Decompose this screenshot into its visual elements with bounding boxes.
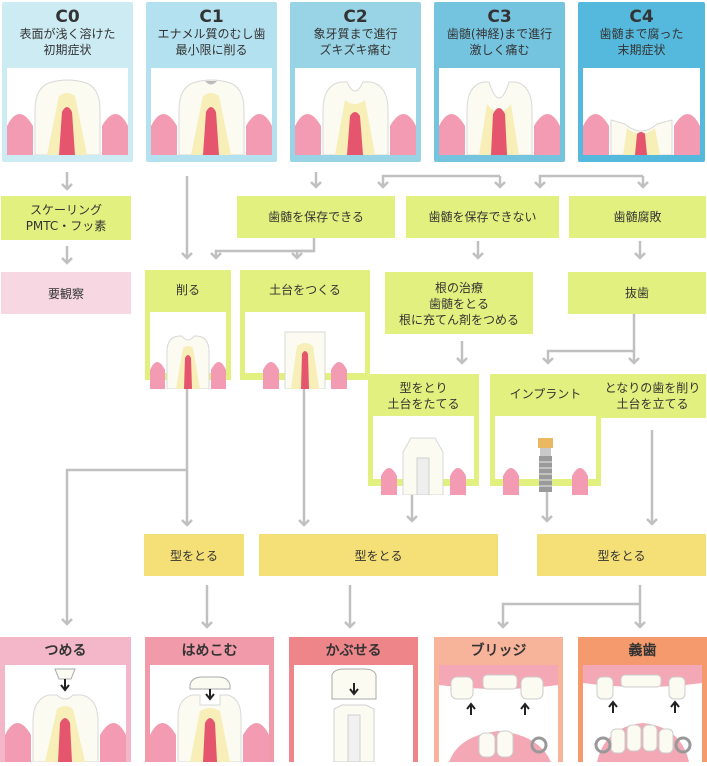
result-bridge: ブリッジ [434,637,563,762]
stage-description: 歯髄まで腐った 末期症状 [599,27,684,57]
stage-description: 象牙質まで進行 ズキズキ痛む [313,27,398,57]
stage-description: 歯髄(神経)まで進行 激しく痛む [446,27,553,57]
step-label: 土台をつくる [269,283,341,297]
step-label: 型をとり 土台をたてる [387,381,460,411]
step-label: 抜歯 [624,286,649,300]
step-root-canal: 根の治療 歯髄をとる 根に充てん剤をつめる [385,272,533,334]
tooth-cut-illustration [150,312,226,390]
result-label: はめこむ [181,643,238,659]
step-label: となりの歯を削り 土台を立てる [604,381,701,411]
tooth-c3-illustration [439,68,560,156]
stage-description: エナメル質のむし歯 最小限に削る [157,27,266,57]
step-label: 歯髄腐敗 [613,210,662,224]
step-cut: 削る [145,270,231,390]
step-label: インプラント [509,387,582,401]
stage-code: C0 [55,7,80,27]
result-denture: 義歯 [578,637,707,762]
tooth-post-illustration [373,416,474,496]
stage-code: C1 [199,7,224,27]
step-scaling: スケーリング PMTC・フッ素 [1,196,131,240]
result-fill: つめる [0,637,131,763]
step-impression-1: 型をとる [144,534,244,576]
step-pulp-preservable: 歯髄を保存できる [237,196,395,238]
result-label: かぶせる [325,643,382,659]
result-crown: かぶせる [289,637,418,763]
tooth-c4-illustration [583,68,700,156]
step-label: 型をとる [169,548,218,563]
stage-code: C4 [629,7,654,27]
tooth-c1-illustration [151,68,272,156]
result-label: 義歯 [628,643,657,659]
result-label: ブリッジ [470,643,527,659]
step-shave-neighbors: となりの歯を削り 土台を立てる [599,374,706,418]
stage-code: C2 [343,7,368,27]
stage-description: 表面が浅く溶けた 初期症状 [19,27,116,57]
result-inlay: はめこむ [145,637,274,763]
crown-illustration [294,665,413,763]
stage-code: C3 [487,7,512,27]
stage-c2-card: C2 象牙質まで進行 ズキズキ痛む [290,2,421,162]
inlay-illustration [150,665,269,763]
step-label: 型をとる [354,548,403,563]
step-extraction: 抜歯 [568,272,706,314]
step-pulp-not-preservable: 歯髄を保存できない [406,196,559,238]
stage-c0-card: C0 表面が浅く溶けた 初期症状 [2,2,133,162]
stage-c1-card: C1 エナメル質のむし歯 最小限に削る [146,2,277,162]
tooth-base-illustration [245,312,365,390]
step-label: 歯髄を保存できない [428,210,537,224]
stage-c4-card: C4 歯髄まで腐った 末期症状 [578,2,705,162]
step-pulp-rotten: 歯髄腐敗 [569,196,706,238]
step-implant: インプラント [490,374,601,495]
implant-illustration [495,416,596,495]
step-mold-and-post: 型をとり 土台をたてる [368,374,479,496]
tooth-c0-illustration [7,68,128,156]
filling-illustration [5,665,126,763]
step-label: 根の治療 歯髄をとる 根に充てん剤をつめる [398,281,519,327]
step-label: 削る [175,283,200,297]
denture-illustration [583,665,702,762]
bridge-illustration [439,665,558,762]
step-impression-3: 型をとる [537,534,706,576]
stage-c3-card: C3 歯髄(神経)まで進行 激しく痛む [434,2,565,162]
tooth-c2-illustration [295,68,416,156]
step-label: 歯髄を保存できる [268,210,364,224]
result-label: つめる [44,643,87,659]
step-impression-2: 型をとる [259,534,498,576]
step-label: 要観察 [47,286,84,301]
step-build-base: 土台をつくる [240,270,370,390]
step-observation: 要観察 [1,272,131,314]
step-label: スケーリング PMTC・フッ素 [25,203,107,233]
step-label: 型をとる [597,548,646,563]
